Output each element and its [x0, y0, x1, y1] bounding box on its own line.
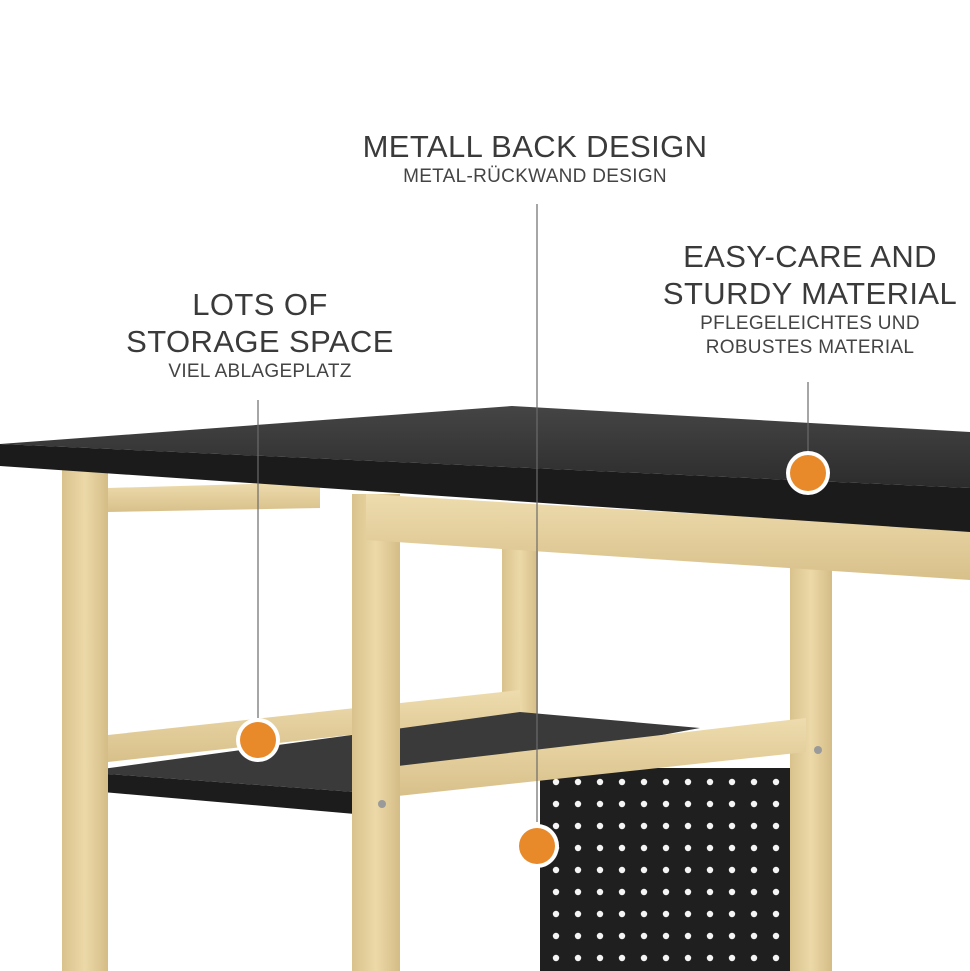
callout-subtitle: METAL-RÜCKWAND DESIGN — [403, 166, 667, 187]
front-middle-leg — [352, 494, 400, 971]
callout-metal-back: METALL BACK DESIGN METAL-RÜCKWAND DESIGN — [330, 128, 740, 189]
screw — [378, 800, 386, 808]
back-right-leg — [790, 565, 832, 971]
callout-easy-care: EASY-CARE AND STURDY MATERIAL PFLEGELEIC… — [640, 238, 970, 360]
callout-title-line: STURDY MATERIAL — [662, 276, 958, 311]
callout-title-line: EASY-CARE AND — [683, 239, 937, 274]
hotspot-marker-metal[interactable] — [515, 824, 559, 868]
callout-storage: LOTS OF STORAGE SPACE VIEL ABLAGEPLATZ — [110, 286, 410, 384]
lower-shelf-edge — [80, 772, 355, 814]
hotspot-marker-storage[interactable] — [236, 718, 280, 762]
callout-subtitle: VIEL ABLAGEPLATZ — [168, 361, 352, 382]
desktop-edge — [0, 444, 970, 532]
pegboard-holes — [540, 768, 790, 971]
callout-subtitle-line: PFLEGELEICHTES UND — [700, 313, 920, 334]
screw — [814, 746, 822, 754]
front-upper-rail — [366, 494, 970, 580]
front-left-leg — [62, 468, 108, 971]
hotspot-marker-care[interactable] — [786, 451, 830, 495]
callout-title-line: LOTS OF — [192, 287, 328, 322]
back-shelf-rail — [108, 690, 520, 762]
callout-subtitle-line: ROBUSTES MATERIAL — [705, 337, 915, 358]
desktop-surface — [0, 406, 970, 488]
rear-rail — [108, 482, 320, 512]
callout-title: METALL BACK DESIGN — [362, 129, 708, 164]
callout-title-line: STORAGE SPACE — [126, 324, 394, 359]
front-shelf-rail — [398, 718, 806, 796]
